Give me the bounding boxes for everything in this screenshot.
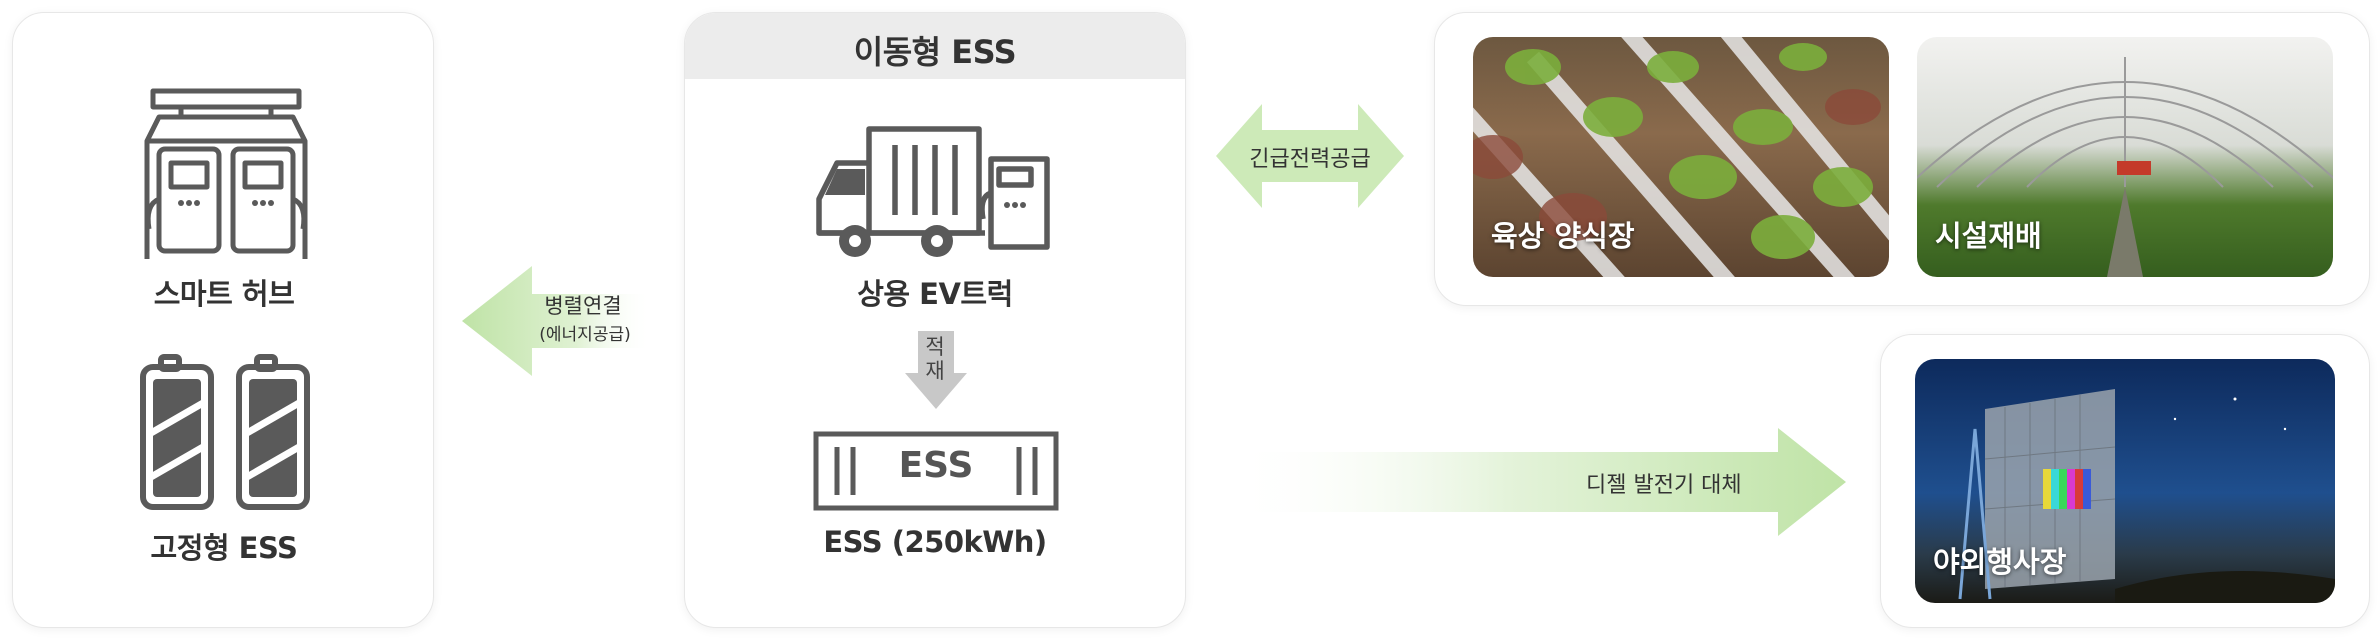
center-panel-title: 이동형 ESS: [853, 33, 1017, 71]
battery-icon: [140, 354, 310, 510]
center-panel-header: [685, 13, 1185, 79]
emergency-arrow-label: 긴급전력공급: [1249, 147, 1371, 172]
bottom-right-panel: 야외행사장: [1880, 334, 2370, 628]
land-farm-label: 육상 양식장: [1491, 219, 1635, 253]
parallel-arrow-sublabel: (에너지공급): [539, 325, 631, 345]
ev-truck-icon: [816, 126, 1050, 257]
diesel-arrow-label: 디젤 발전기 대체: [1586, 473, 1742, 498]
left-panel: 스마트 허브 고정형 ESS: [12, 12, 434, 628]
ess-container-icon: [813, 431, 1059, 511]
ev-truck-label: 상용 EV트럭: [857, 277, 1013, 311]
load-down-arrow: [905, 331, 967, 409]
emergency-arrow: [1216, 104, 1404, 208]
parallel-arrow: [462, 266, 652, 376]
smart-hub-label: 스마트 허브: [153, 277, 295, 311]
greenhouse-photo: 시설재배: [1917, 37, 2333, 277]
outdoor-event-photo: 야외행사장: [1915, 359, 2335, 603]
smart-hub-icon: [144, 88, 308, 259]
fixed-ess-label: 고정형 ESS: [150, 531, 298, 565]
ess-capacity-label: ESS (250kWh): [823, 525, 1047, 559]
load-arrow-text: 적재: [925, 335, 945, 383]
ess-box-text: ESS: [898, 445, 974, 486]
outdoor-event-label: 야외행사장: [1933, 545, 2067, 579]
center-panel: 이동형 ESS 상용 EV트럭 적재: [684, 12, 1186, 628]
parallel-arrow-label: 병렬연결: [544, 294, 622, 318]
top-right-panel: 육상 양식장 시설재배: [1434, 12, 2370, 306]
diesel-arrow: [1230, 428, 1846, 536]
greenhouse-label: 시설재배: [1935, 219, 2042, 253]
land-farm-photo: 육상 양식장: [1473, 37, 1889, 277]
